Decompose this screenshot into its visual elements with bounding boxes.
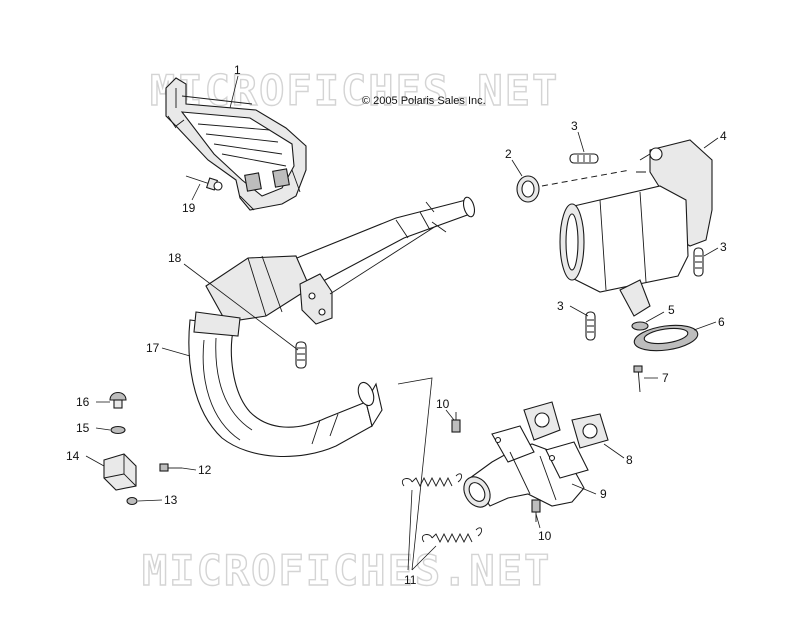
callout-14: 14 bbox=[66, 449, 80, 463]
part-19-bolt bbox=[185, 175, 223, 191]
leader-17 bbox=[161, 347, 191, 357]
callout-2: 2 bbox=[505, 147, 512, 161]
part-3-spring-mid bbox=[585, 311, 596, 341]
part-3-spring-top bbox=[569, 153, 599, 164]
leader-18 bbox=[183, 263, 299, 351]
part-6-grommet bbox=[633, 324, 699, 352]
callout-8: 8 bbox=[626, 453, 633, 467]
callout-18: 18 bbox=[168, 251, 182, 265]
part-16-rubber-mount bbox=[109, 391, 127, 409]
part-10-bolt-upper bbox=[451, 412, 461, 433]
leader-15 bbox=[95, 427, 111, 431]
part-13-nut bbox=[126, 496, 138, 506]
callout-17: 17 bbox=[146, 341, 160, 355]
leader-3-top bbox=[577, 131, 585, 153]
part-14-bracket bbox=[103, 453, 137, 491]
part-5-washer bbox=[631, 321, 649, 331]
leader-3-mid bbox=[569, 305, 589, 317]
callout-11: 11 bbox=[404, 573, 417, 587]
callout-6: 6 bbox=[718, 315, 725, 329]
leader-8 bbox=[603, 443, 625, 459]
callout-4: 4 bbox=[720, 129, 727, 143]
callout-7: 7 bbox=[662, 371, 669, 385]
part-4-silencer bbox=[559, 139, 713, 317]
part-2-seal-ring bbox=[516, 175, 540, 203]
leader-10-upper bbox=[445, 409, 455, 421]
copyright-notice: © 2005 Polaris Sales Inc. bbox=[362, 95, 486, 107]
leader-9 bbox=[571, 483, 597, 495]
leader-14 bbox=[85, 455, 105, 467]
part-9-exhaust-manifold bbox=[463, 425, 589, 508]
part-11-spring-upper bbox=[401, 473, 463, 488]
part-7-bolt bbox=[633, 365, 643, 393]
part-10-bolt-lower bbox=[531, 499, 541, 522]
leader-6 bbox=[693, 321, 717, 331]
watermark-bottom: MICROFICHES.NET bbox=[142, 546, 551, 595]
callout-16: 16 bbox=[76, 395, 90, 409]
part-12-bolt bbox=[159, 463, 182, 472]
callout-3-mid: 3 bbox=[557, 299, 564, 313]
leader-1 bbox=[229, 75, 239, 109]
callout-3-right: 3 bbox=[720, 240, 727, 254]
part-8-gasket-right bbox=[571, 413, 609, 449]
leader-2 bbox=[511, 159, 523, 177]
part-8-gasket-left bbox=[523, 401, 561, 441]
part-1-mounting-bracket bbox=[165, 77, 307, 211]
leader-10-lower bbox=[535, 513, 541, 529]
callout-10-lower: 10 bbox=[538, 529, 552, 543]
leader-13 bbox=[137, 499, 163, 502]
part-18-spring bbox=[295, 341, 307, 369]
leader-5 bbox=[645, 311, 665, 323]
part-11-spring-lower bbox=[421, 527, 483, 544]
callout-10-upper: 10 bbox=[436, 397, 450, 411]
leader-19 bbox=[191, 183, 201, 201]
callout-12: 12 bbox=[198, 463, 212, 477]
part-15-washer bbox=[110, 425, 126, 435]
callout-5: 5 bbox=[668, 303, 675, 317]
part-3-spring-right bbox=[693, 247, 704, 277]
leader-3-right bbox=[703, 247, 719, 257]
callout-1: 1 bbox=[234, 63, 241, 77]
assembly-line-2 bbox=[541, 169, 631, 187]
part-17-expansion-pipe bbox=[188, 196, 476, 458]
leader-4 bbox=[703, 137, 719, 149]
leader-12 bbox=[181, 467, 197, 471]
callout-3-top: 3 bbox=[571, 119, 578, 133]
callout-15: 15 bbox=[76, 421, 90, 435]
callout-9: 9 bbox=[600, 487, 607, 501]
callout-19: 19 bbox=[182, 201, 196, 215]
leader-11 bbox=[397, 377, 437, 571]
callout-13: 13 bbox=[164, 493, 178, 507]
